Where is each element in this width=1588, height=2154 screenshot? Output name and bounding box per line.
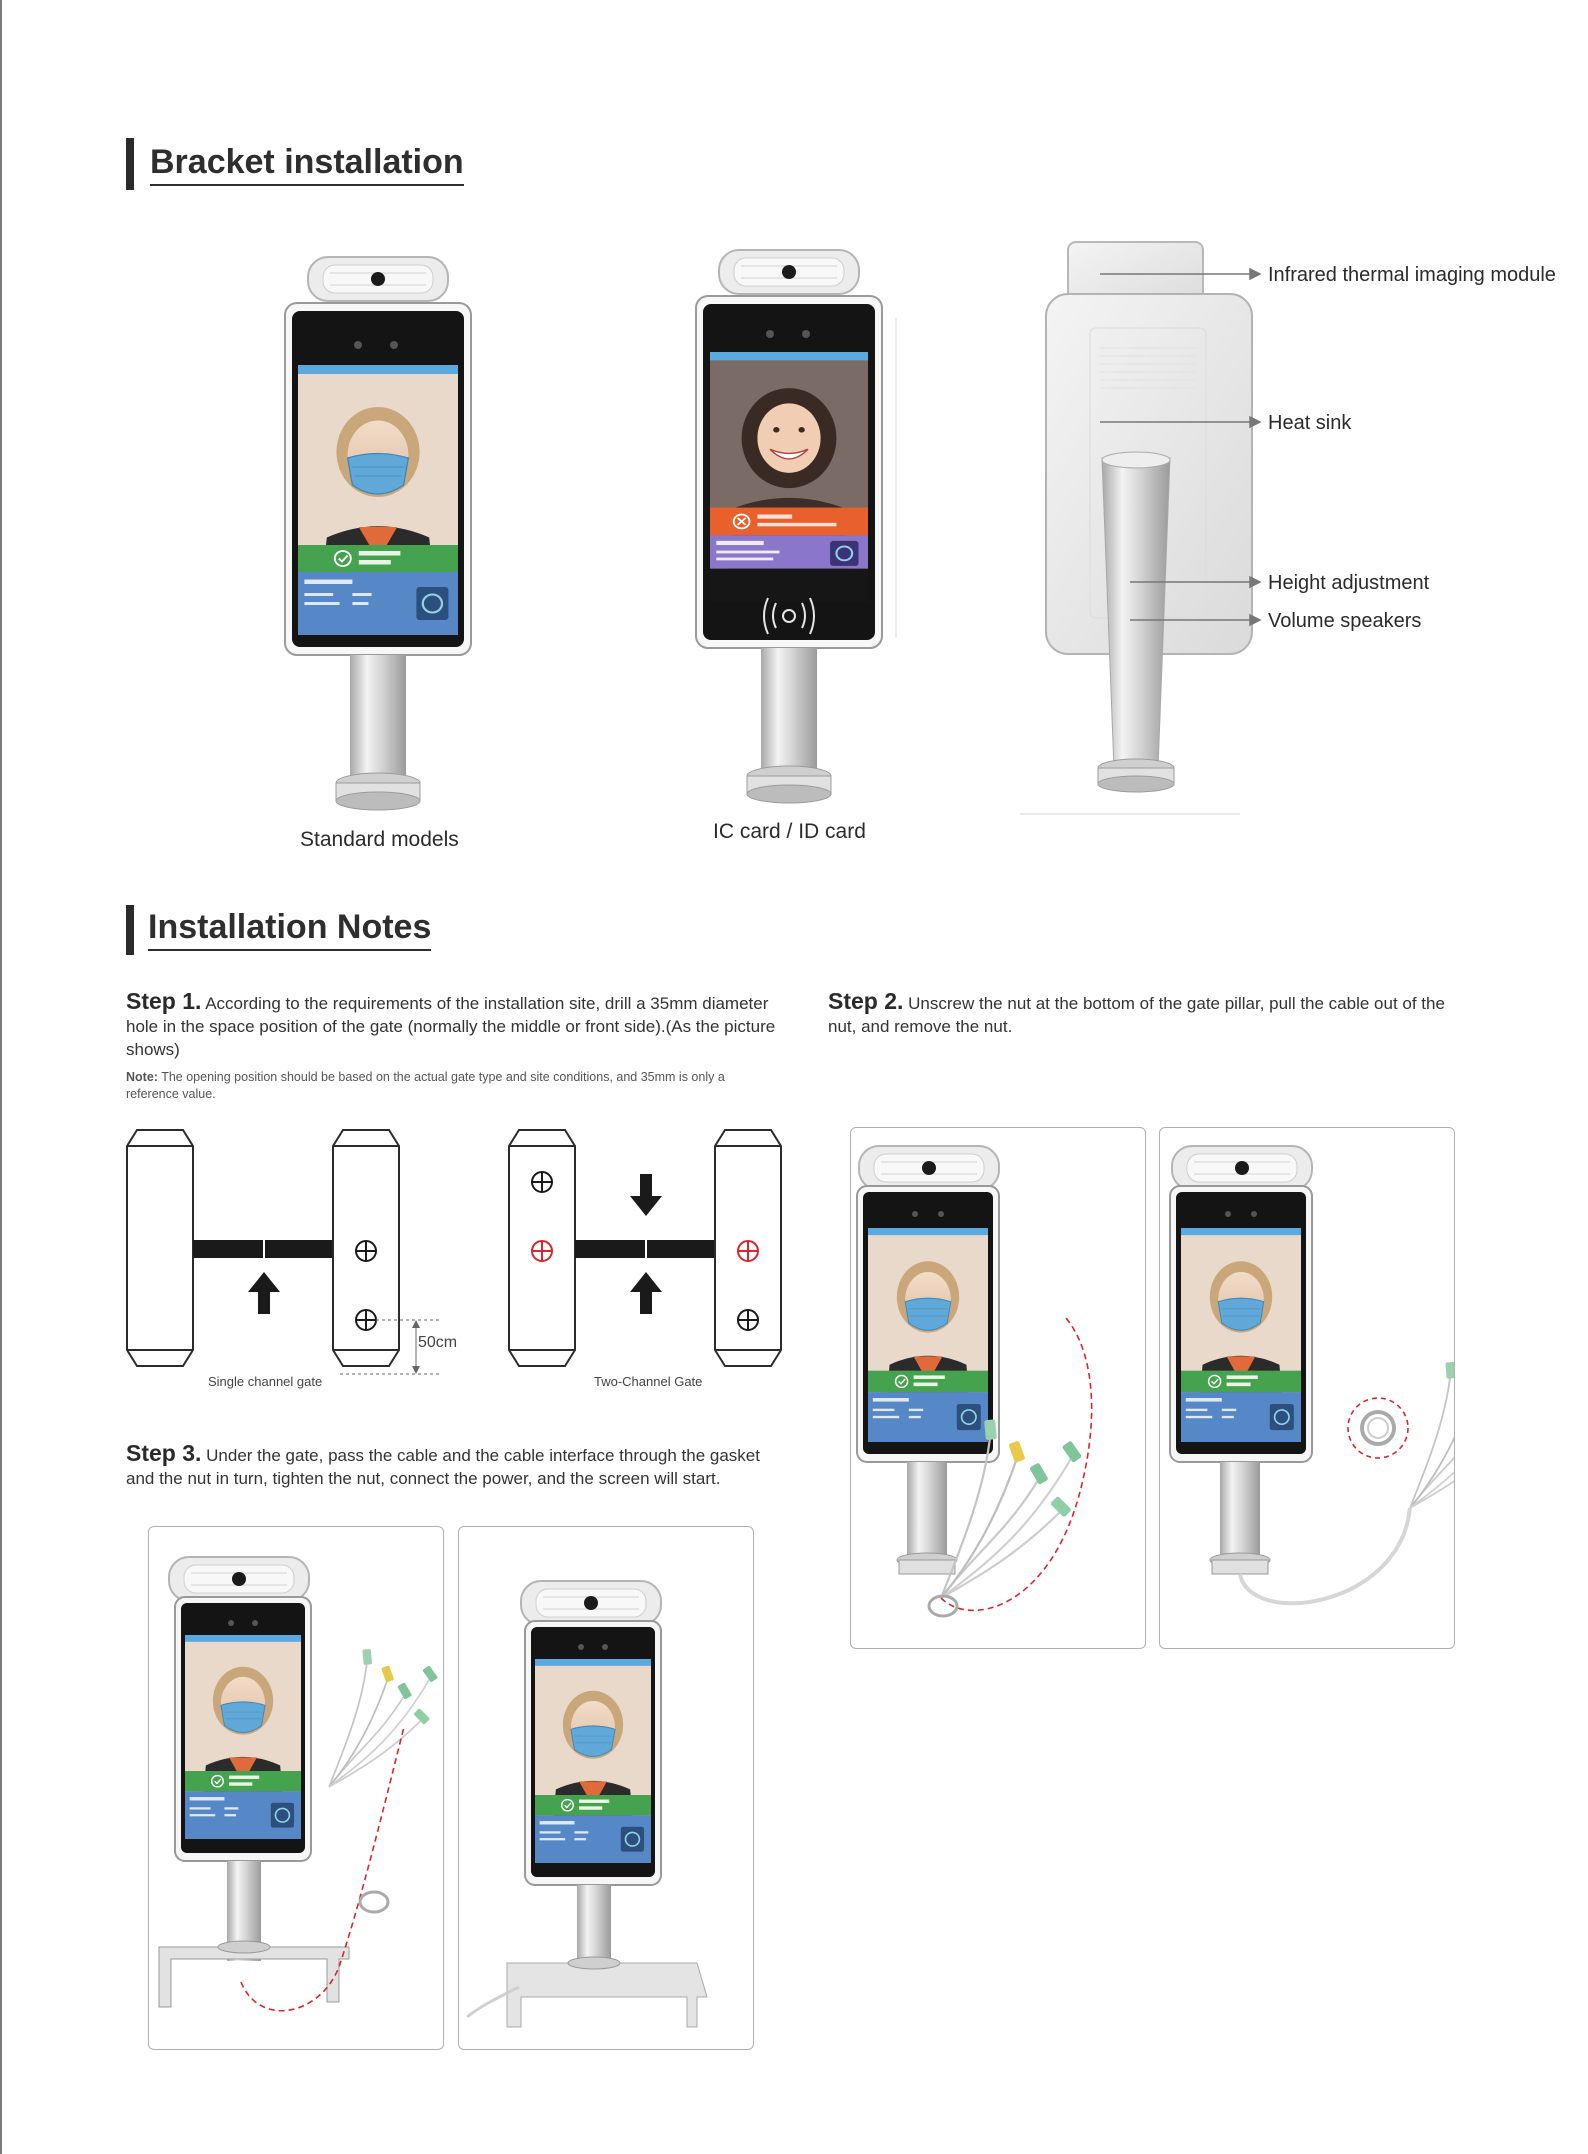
step-2-image-cable <box>850 1127 1146 1649</box>
caption-two-gate: Two-Channel Gate <box>594 1374 703 1389</box>
step-3-image-installed <box>458 1526 754 2050</box>
step-2-block: Step 2. Unscrew the nut at the bottom of… <box>828 990 1468 1038</box>
callout-height-adjustment: Height adjustment <box>1268 572 1430 594</box>
step-2-image-nut <box>1159 1127 1527 1649</box>
caption-single-gate: Single channel gate <box>208 1374 323 1389</box>
rear-view-device <box>1020 241 1253 815</box>
standard-model-device <box>284 256 472 811</box>
step-2-text: Unscrew the nut at the bottom of the gat… <box>828 994 1445 1036</box>
section-bar <box>126 905 134 955</box>
section-title-notes: Installation Notes <box>148 908 432 951</box>
caption-standard-models: Standard models <box>300 828 459 851</box>
ic-card-model-device <box>695 249 897 804</box>
callout-heat-sink: Heat sink <box>1268 412 1352 434</box>
note-text: The opening position should be based on … <box>126 1070 725 1101</box>
step-1-note: Note: The opening position should be bas… <box>126 1069 776 1103</box>
step-3-image-cable <box>148 1526 444 2050</box>
step-1-label: Step 1. <box>126 988 202 1014</box>
step-1-text: According to the requirements of the ins… <box>126 994 776 1059</box>
step-3-text: Under the gate, pass the cable and the c… <box>126 1446 760 1488</box>
callout-infrared-module: Infrared thermal imaging module <box>1268 264 1556 286</box>
caption-ic-card: IC card / ID card <box>713 820 866 843</box>
gate-diagram <box>126 1129 782 1375</box>
step-2-label: Step 2. <box>828 988 904 1014</box>
step-3-label: Step 3. <box>126 1440 202 1466</box>
section-title-bracket: Bracket installation <box>150 143 464 186</box>
section-bar <box>126 138 134 190</box>
dimension-label: 50cm <box>418 1334 458 1351</box>
step-1-block: Step 1. According to the requirements of… <box>126 990 786 1061</box>
callout-volume-speakers: Volume speakers <box>1268 610 1422 632</box>
callout-lines <box>1100 267 1262 627</box>
note-label: Note: <box>126 1070 158 1084</box>
step-3-block: Step 3. Under the gate, pass the cable a… <box>126 1442 786 1490</box>
page-edge-line <box>0 0 2 2154</box>
